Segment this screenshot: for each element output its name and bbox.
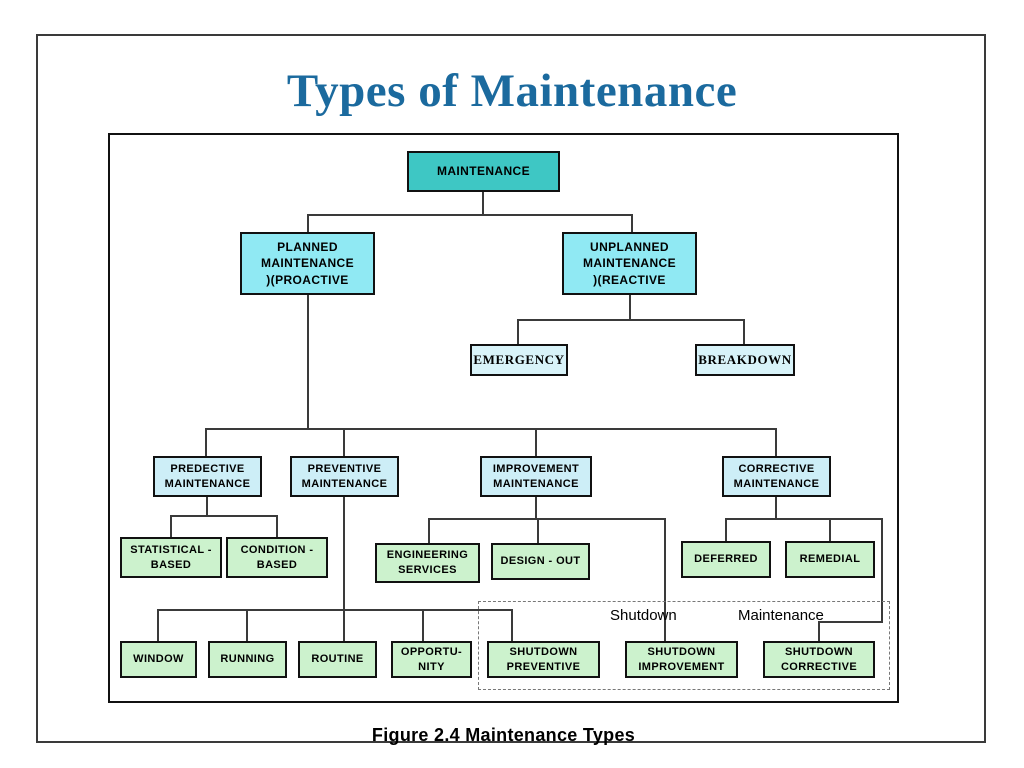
connector xyxy=(829,518,831,541)
maintenance-label: Maintenance xyxy=(738,607,824,624)
connector xyxy=(517,319,745,321)
connector xyxy=(818,621,820,641)
page-title: Types of Maintenance xyxy=(286,65,738,117)
connector xyxy=(743,319,745,344)
node-predective-maintenance: PREDECTIVE MAINTENANCE xyxy=(153,456,262,497)
connector xyxy=(206,497,208,517)
node-planned-maintenance: PLANNED MAINTENANCE )(PROACTIVE xyxy=(240,232,375,295)
figure-caption: Figure 2.4 Maintenance Types xyxy=(371,725,636,745)
connector xyxy=(343,497,345,641)
node-remedial: REMEDIAL xyxy=(785,541,875,578)
connector xyxy=(246,609,248,641)
node-condition-based: CONDITION - BASED xyxy=(226,537,328,578)
node-window: WINDOW xyxy=(120,641,197,678)
node-emergency: EMERGENCY xyxy=(470,344,568,376)
node-shutdown-improvement: SHUTDOWN IMPROVEMENT xyxy=(625,641,738,678)
connector xyxy=(170,515,278,517)
connector xyxy=(428,518,666,520)
shutdown-label: Shutdown xyxy=(610,607,677,624)
connector xyxy=(535,428,537,456)
connector xyxy=(725,518,727,541)
node-design-out: DESIGN - OUT xyxy=(491,543,590,580)
connector xyxy=(307,295,309,430)
connector xyxy=(157,609,513,611)
connector xyxy=(205,428,207,456)
diagram-frame xyxy=(108,133,899,703)
node-maintenance: MAINTENANCE xyxy=(407,151,560,192)
node-engineering-services: ENGINEERING SERVICES xyxy=(375,543,480,583)
node-running: RUNNING xyxy=(208,641,287,678)
node-unplanned-maintenance: UNPLANNED MAINTENANCE )(REACTIVE xyxy=(562,232,697,295)
node-opportunity: OPPORTU- NITY xyxy=(391,641,472,678)
node-statistical-based: STATISTICAL - BASED xyxy=(120,537,222,578)
connector xyxy=(535,497,537,520)
connector xyxy=(775,497,777,520)
connector xyxy=(428,518,430,543)
node-shutdown-preventive: SHUTDOWN PREVENTIVE xyxy=(487,641,600,678)
connector xyxy=(517,319,519,344)
connector xyxy=(276,515,278,537)
connector xyxy=(307,214,309,232)
node-routine: ROUTINE xyxy=(298,641,377,678)
connector xyxy=(511,609,513,641)
connector xyxy=(631,214,633,232)
connector xyxy=(664,518,666,641)
connector xyxy=(205,428,777,430)
connector xyxy=(343,428,345,456)
node-deferred: DEFERRED xyxy=(681,541,771,578)
shutdown-maintenance-group xyxy=(478,601,890,690)
node-breakdown: BREAKDOWN xyxy=(695,344,795,376)
connector xyxy=(482,192,484,215)
node-shutdown-corrective: SHUTDOWN CORRECTIVE xyxy=(763,641,875,678)
connector xyxy=(629,295,631,321)
connector xyxy=(307,214,633,216)
node-preventive-maintenance: PREVENTIVE MAINTENANCE xyxy=(290,456,399,497)
connector xyxy=(537,518,539,543)
node-corrective-maintenance: CORRECTIVE MAINTENANCE xyxy=(722,456,831,497)
connector xyxy=(170,515,172,537)
connector xyxy=(881,518,883,623)
connector xyxy=(157,609,159,641)
connector xyxy=(725,518,883,520)
slide-border xyxy=(36,34,986,743)
connector xyxy=(775,428,777,456)
node-improvement-maintenance: IMPROVEMENT MAINTENANCE xyxy=(480,456,592,497)
connector xyxy=(422,609,424,641)
connector xyxy=(818,621,883,623)
